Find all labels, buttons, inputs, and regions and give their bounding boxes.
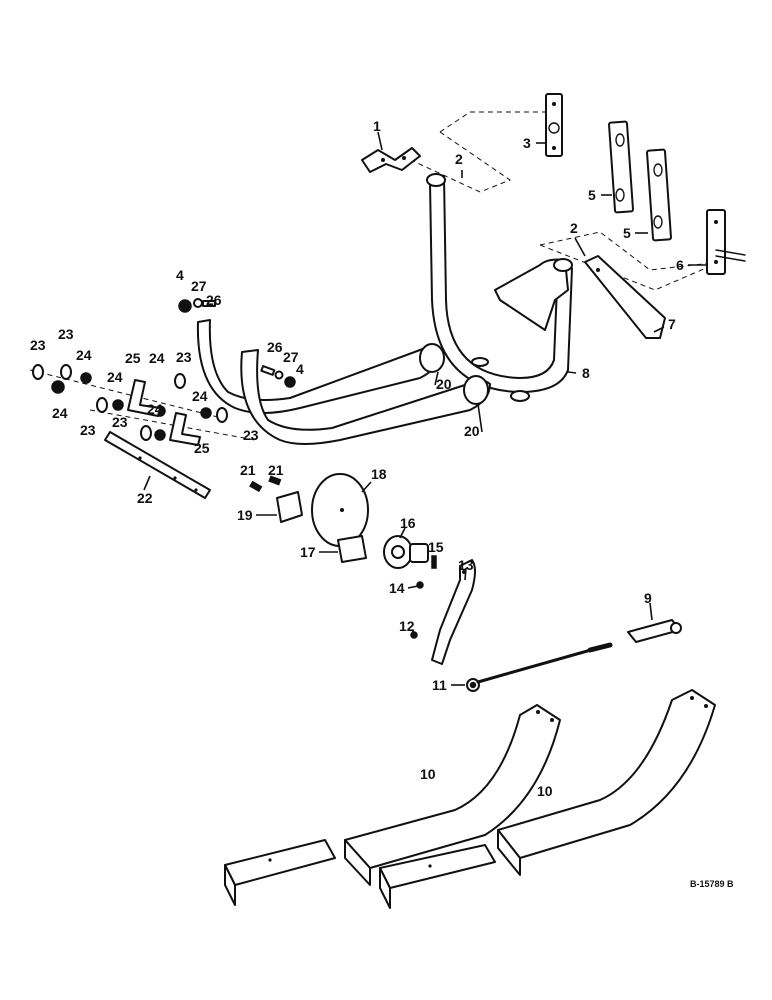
part-5-plate-a (608, 120, 634, 214)
callout-12: 12 (399, 618, 415, 634)
callout-24-b: 24 (107, 369, 123, 385)
callout-10-left: 10 (420, 766, 436, 782)
callout-21-b: 21 (268, 462, 284, 478)
part-17-plate (337, 535, 367, 563)
callout-24-c: 24 (149, 350, 165, 366)
callout-26-a: 26 (206, 292, 222, 308)
part-8-standard (426, 173, 573, 402)
callout-4-upper: 4 (176, 267, 184, 283)
assembly-line-top (439, 111, 545, 133)
part-10-beam-right (497, 689, 716, 876)
callout-24-e: 24 (147, 401, 163, 417)
part-9-clevis (627, 619, 682, 643)
callout-24-a: 24 (76, 347, 92, 363)
callout-4-lower: 4 (296, 361, 304, 377)
bolt-4-upper (178, 298, 216, 313)
part-20-arm-upper (196, 319, 445, 414)
part-16-hub (383, 535, 429, 569)
callout-6: 6 (676, 257, 684, 273)
part-25-angle-lower (169, 412, 201, 446)
callout-14: 14 (389, 580, 405, 596)
assembly-line-bolts (29, 369, 231, 421)
callout-11: 11 (432, 677, 447, 693)
callout-27-b: 27 (283, 349, 299, 365)
callouts: 1 2 2 3 4 4 5 5 6 7 8 9 10 10 11 12 13 1… (30, 118, 684, 799)
callout-24-d: 24 (52, 405, 68, 421)
callout-16: 16 (400, 515, 416, 531)
callout-22: 22 (137, 490, 153, 506)
callout-24-f: 24 (192, 388, 208, 404)
callout-5-a: 5 (588, 187, 596, 203)
callout-27-a: 27 (191, 278, 207, 294)
callout-8: 8 (582, 365, 590, 381)
callout-21-a: 21 (240, 462, 256, 478)
callout-7: 7 (668, 316, 676, 332)
part-11-rod (466, 642, 613, 692)
channel-left (224, 839, 336, 906)
callout-23-c: 23 (176, 349, 192, 365)
drawing-reference: B-15789 B (690, 879, 734, 889)
part-13-arm (431, 559, 476, 665)
part-5-plate-b (646, 148, 672, 242)
part-7-strap (584, 255, 666, 339)
callout-23-b: 23 (58, 326, 74, 342)
callout-19: 19 (237, 507, 253, 523)
callout-23-a: 23 (30, 337, 46, 353)
callout-5-b: 5 (623, 225, 631, 241)
callout-25-a: 25 (125, 350, 141, 366)
callout-10-right: 10 (537, 783, 553, 799)
part-22-bar (104, 431, 211, 499)
callout-9: 9 (644, 590, 652, 606)
callout-1: 1 (373, 118, 381, 134)
callout-23-e: 23 (112, 414, 128, 430)
part-21-bolts (249, 475, 282, 493)
part-25-angle-upper (127, 379, 161, 417)
part-20-arm-lower (240, 349, 491, 445)
callout-15: 15 (428, 539, 444, 555)
callout-18: 18 (371, 466, 387, 482)
callout-17: 17 (300, 544, 316, 560)
leader-lines (143, 131, 706, 686)
channel-middle (379, 844, 496, 909)
part-14-screw (416, 581, 424, 589)
assembly-line-right (539, 231, 721, 271)
part-18-disc (311, 473, 369, 547)
callout-25-b: 25 (194, 440, 210, 456)
part-6-bracket (706, 209, 746, 275)
callout-20-lower: 20 (464, 423, 480, 439)
part-15-pin (431, 555, 437, 569)
callout-13: 13 (458, 557, 474, 573)
part-3-plate (545, 93, 563, 157)
part-10-beam-left (344, 704, 561, 886)
part-1-bracket (361, 147, 421, 173)
callout-2-upper: 2 (455, 151, 463, 167)
callout-23-f: 23 (243, 427, 259, 443)
callout-23-d: 23 (80, 422, 96, 438)
callout-26-b: 26 (267, 339, 283, 355)
callout-3: 3 (523, 135, 531, 151)
bolt-4-lower (260, 365, 296, 388)
part-19-scraper (276, 491, 303, 523)
callout-20-upper: 20 (436, 376, 452, 392)
callout-2-right: 2 (570, 220, 578, 236)
assembly-line-top-2 (399, 131, 512, 193)
